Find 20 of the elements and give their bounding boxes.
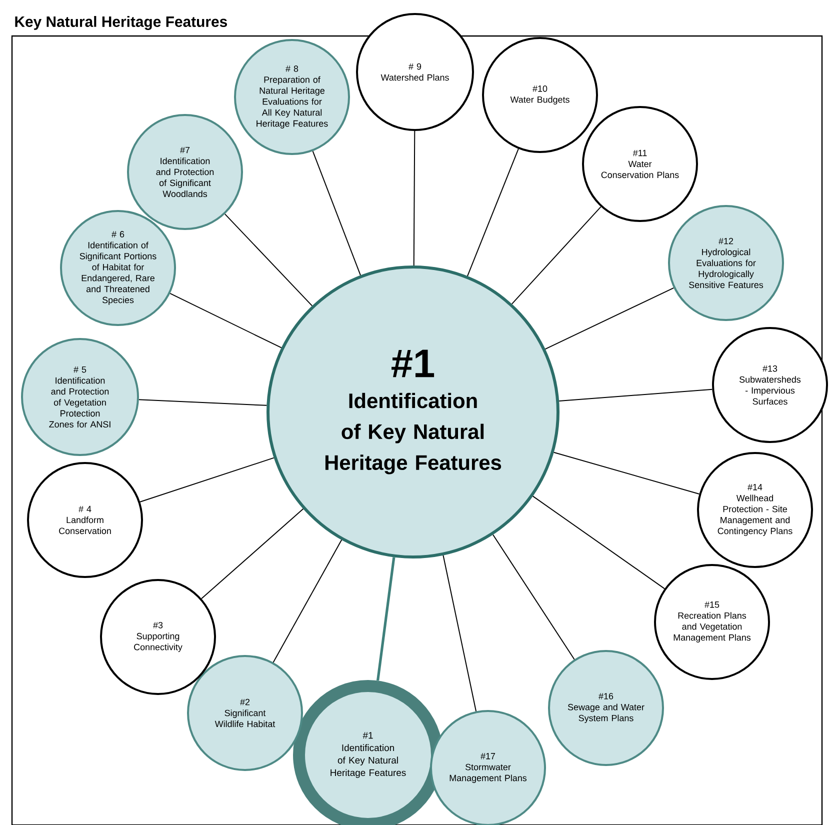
connector-line — [553, 452, 700, 495]
connector-line — [544, 287, 674, 350]
connector-line — [140, 457, 274, 502]
connector-line — [201, 508, 304, 600]
title: Key Natural Heritage Features — [15, 16, 227, 30]
connector-line — [442, 554, 477, 712]
node-label: Subwatersheds - Impervious Surfaces — [740, 376, 801, 405]
connector-line — [511, 206, 602, 304]
connector-line — [138, 399, 268, 406]
connector-line — [170, 292, 282, 348]
connector-line — [224, 214, 313, 306]
connector-line — [376, 557, 396, 681]
connector-line — [532, 496, 666, 590]
connector-line — [272, 539, 342, 663]
connector-line — [466, 148, 519, 276]
connector-line — [558, 388, 713, 402]
connector-line — [413, 130, 416, 266]
node-label: #13 — [762, 365, 778, 372]
connector-line — [312, 150, 361, 276]
connector-line — [492, 534, 575, 660]
